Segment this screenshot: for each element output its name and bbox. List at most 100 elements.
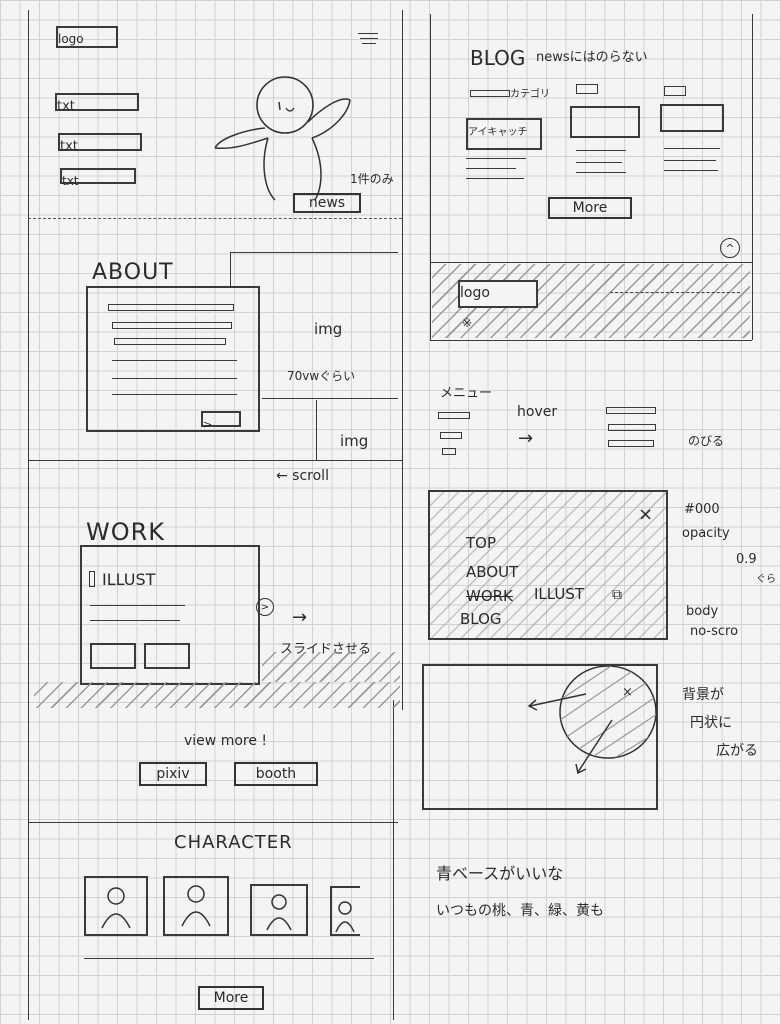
arrow-right-icon: > [203,418,213,431]
about-img2-label: img [340,432,369,450]
character-more-button[interactable]: More [198,986,264,1010]
about-text-line-1 [112,360,237,361]
hero-txt-3: txt [60,168,136,188]
left-border-right [402,10,403,710]
overlay-close-icon[interactable]: × [638,504,654,525]
blog-eyecatch-2[interactable] [570,106,640,138]
overlay-illust-link[interactable]: ILLUST [534,585,585,603]
work-thumb-1[interactable] [90,643,136,669]
menu-hover-bar-3[interactable] [608,440,654,447]
menu-hover-bar-2[interactable] [608,424,656,431]
blog-item1-line2 [466,168,516,169]
color-note-1: 青ベースがいいな [436,864,564,883]
work-line-1 [90,605,185,606]
overlay-item-top[interactable]: TOP [466,534,497,552]
character-card-2[interactable] [163,876,229,936]
hover-label: hover [517,404,558,420]
left-border-right-lower [393,700,394,1020]
blog-item2-line3 [576,172,626,173]
blog-category-label: カテゴリ [510,89,550,100]
character-card-4[interactable] [330,886,360,936]
about-img-border [230,252,231,286]
blog-category-tag [470,90,510,97]
work-title: WORK [86,518,166,546]
blog-item1-line3 [466,178,524,179]
external-link-icon: ⧉ [612,587,622,603]
menu-hover-bar-1[interactable] [606,407,656,414]
circle-note-1: 背景が [682,687,724,703]
scroll-label: ← scroll [276,468,329,484]
about-img-divider [262,398,398,399]
character-card-1[interactable] [84,876,148,936]
blog-border-bottom [430,340,752,341]
character-row-line [84,958,374,959]
about-img2-border [316,400,317,460]
work-line-2 [90,620,180,621]
back-to-top-icon[interactable]: ^ [720,238,740,258]
work-illust-label: ILLUST [102,570,156,589]
character-card-3[interactable] [250,884,308,936]
work-thumb-2[interactable] [144,643,190,669]
character-title: CHARACTER [174,832,293,853]
about-bottom [28,460,402,461]
booth-button[interactable]: booth [234,762,318,786]
overlay-item-work[interactable]: WORK [466,587,513,605]
blog-more-button[interactable]: More [548,197,632,219]
about-card [86,286,260,432]
menu-bar-1[interactable] [438,412,470,419]
work-hatch [34,682,400,708]
blog-category-tag-3 [664,86,686,96]
slide-arrow-icon: → [292,607,308,628]
hero-txt-1: txt [55,93,139,114]
blog-item3-line3 [664,170,718,171]
overlay-note-opacity-tail: ぐら [756,574,776,585]
hamburger-icon[interactable] [358,33,378,47]
about-text-bar-1 [108,304,234,311]
blog-eyecatch-3[interactable] [660,104,724,132]
character-divider [28,822,398,823]
overlay-note-opacity: opacity [682,526,730,541]
news-button[interactable]: news [293,193,361,213]
hero-divider [28,218,402,219]
hero-logo: logo [58,32,84,46]
blog-title: BLOG [470,46,526,70]
footer-mark: ※ [462,316,473,330]
hero-note: 1件のみ [350,172,394,186]
overlay-note-noscroll: no-scro [690,624,739,639]
work-next-icon[interactable]: > [256,598,274,616]
overlay-note-body: body [686,604,719,619]
overlay-item-blog[interactable]: BLOG [460,610,502,628]
blog-item3-line1 [664,148,720,149]
blog-item3-line2 [664,160,716,161]
about-text-bar-2 [112,322,232,329]
illust-marker-icon [89,571,95,587]
work-hatch-side [262,652,400,682]
blog-item2-line1 [576,150,626,151]
blog-category-tag-2 [576,84,598,94]
hero-txt-2: txt [58,133,142,154]
overlay-note-color: #000 [684,502,720,517]
pixiv-button[interactable]: pixiv [139,762,207,786]
character-illustration [214,76,351,201]
left-border-left [28,10,29,1020]
about-text-line-2 [112,378,237,379]
footer-logo-box[interactable]: logo [458,280,538,308]
blog-border-right [752,14,753,340]
view-more-label: view more ! [184,733,268,749]
about-strip-line [100,430,260,431]
hero-logo-box[interactable]: logo [56,26,118,48]
about-text-line-3 [112,394,237,395]
overlay-item-about[interactable]: ABOUT [466,563,519,581]
circle-note-3: 広がる [716,743,758,759]
menu-bar-3[interactable] [442,448,456,455]
menu-note: のびる [688,434,725,448]
about-img-label: img [314,320,343,338]
overlay-menu-hatch [430,492,666,638]
blog-item2-line2 [576,162,622,163]
about-arrow-button[interactable]: > [201,411,241,431]
overlay-menu-panel [428,490,668,640]
blog-eyecatch-1[interactable]: アイキャッチ [466,118,542,150]
about-img-top [230,252,398,253]
menu-bar-2[interactable] [440,432,462,439]
